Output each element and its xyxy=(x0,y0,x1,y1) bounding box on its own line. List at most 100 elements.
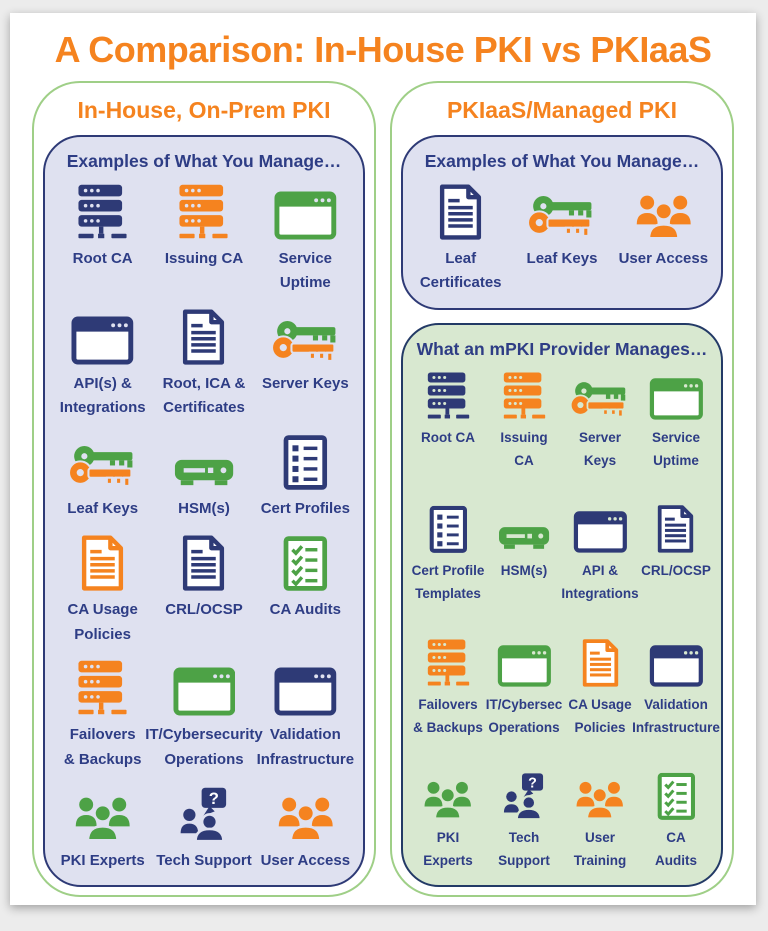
item-label: Issuing CA xyxy=(164,250,244,267)
item-label: Leaf Keys xyxy=(67,500,139,518)
item-label: Failovers & Backups xyxy=(63,726,142,768)
item-label: CA Audits xyxy=(655,830,697,869)
hsm-icon xyxy=(173,430,235,490)
manage-item: CRL/OCSP xyxy=(165,531,243,622)
checklist-icon xyxy=(283,531,328,592)
item-label: Server Keys xyxy=(578,429,622,468)
manage-item: Server Keys xyxy=(565,368,635,473)
manage-item: CA Usage Policies xyxy=(568,635,632,740)
item-label: Validation Infrastructure xyxy=(256,726,355,768)
manage-item: User Access xyxy=(619,180,708,271)
document-icon xyxy=(179,305,228,365)
item-label: PKI Experts xyxy=(60,851,145,869)
server-icon xyxy=(420,635,477,687)
manage-item: Validation Infrastructure xyxy=(632,635,720,740)
item-label: CRL/OCSP xyxy=(165,601,243,619)
pkiaas-header: PKIaaS/Managed PKI xyxy=(446,97,678,123)
server-icon xyxy=(420,368,477,420)
manage-item: ? Tech Support xyxy=(498,768,551,873)
manage-item: Root CA xyxy=(73,180,133,271)
item-label: CA Usage Policies xyxy=(67,601,138,643)
panel-heading: Examples of What You Manage… xyxy=(424,151,700,171)
document-icon xyxy=(651,501,700,553)
window-icon xyxy=(71,305,134,365)
item-label: Issuing CA xyxy=(500,429,548,468)
item-label: Tech Support xyxy=(498,830,550,869)
manage-item: PKI Experts xyxy=(419,768,476,873)
manage-item: Service Uptime xyxy=(645,368,708,473)
item-label: Validation Infrastructure xyxy=(632,696,720,735)
item-label: API(s) & Integrations xyxy=(59,375,146,417)
manage-item: HSM(s) xyxy=(493,501,555,583)
in-house-you-manage-panel: Examples of What You Manage… Root CA Iss… xyxy=(43,135,365,887)
manage-item: CRL/OCSP xyxy=(641,501,711,583)
panel-heading: What an mPKI Provider Manages… xyxy=(416,338,708,359)
hsm-icon xyxy=(493,501,555,553)
item-label: API & Integrations xyxy=(561,563,639,602)
manage-item: Leaf Keys xyxy=(526,180,598,271)
svg-text:?: ? xyxy=(528,775,537,791)
manage-item: Server Keys xyxy=(262,305,349,396)
manage-item: CA Audits xyxy=(270,531,341,622)
item-label: Leaf Keys xyxy=(526,250,598,267)
manage-item: IT/Cybersecurity Operations xyxy=(145,656,263,772)
item-label: Service Uptime xyxy=(278,250,333,292)
item-label: User Access xyxy=(260,851,351,869)
manage-item: CA Audits xyxy=(654,768,699,873)
item-label: Cert Profiles xyxy=(260,500,350,518)
document-icon xyxy=(436,180,485,240)
people-icon xyxy=(419,768,476,820)
window-icon xyxy=(274,180,337,240)
item-label: Service Uptime xyxy=(651,429,701,468)
support-icon: ? xyxy=(498,768,551,821)
pkiaas-provider-grid: Root CA Issuing CA Server Keys Service U… xyxy=(408,364,720,875)
keys-icon xyxy=(270,305,341,365)
item-label: Failovers & Backups xyxy=(413,696,483,735)
panel-heading: Examples of What You Manage… xyxy=(66,151,342,171)
in-house-column: In-House, On-Prem PKI Examples of What Y… xyxy=(32,81,376,897)
keys-icon xyxy=(527,180,597,240)
item-label: Leaf Certificates xyxy=(419,250,502,292)
manage-item: User Training xyxy=(571,768,628,873)
item-label: Server Keys xyxy=(261,375,349,393)
manage-item: API & Integrations xyxy=(561,501,639,606)
svg-text:?: ? xyxy=(209,789,219,808)
list-icon xyxy=(426,501,471,553)
server-icon xyxy=(74,656,131,716)
server-icon xyxy=(74,180,131,240)
window-icon xyxy=(645,368,708,420)
manage-item: Cert Profile Templates xyxy=(411,501,485,606)
window-icon xyxy=(173,656,236,716)
window-icon xyxy=(493,635,556,687)
people-icon xyxy=(277,782,334,842)
people-icon xyxy=(635,180,692,240)
comparison-columns: In-House, On-Prem PKI Examples of What Y… xyxy=(10,77,756,905)
item-label: Cert Profile Templates xyxy=(411,563,485,602)
page-title: A Comparison: In-House PKI vs PKIaaS xyxy=(54,29,712,70)
pkiaas-you-manage-grid: Leaf Certificates Leaf Keys User Access xyxy=(408,176,716,298)
item-label: CA Audits xyxy=(269,601,342,619)
manage-item: Cert Profiles xyxy=(261,430,350,521)
item-label: CA Usage Policies xyxy=(568,696,632,735)
manage-item: Leaf Certificates xyxy=(410,180,511,296)
item-label: HSM(s) xyxy=(500,563,548,579)
manage-item: Issuing CA xyxy=(165,180,243,271)
server-icon xyxy=(175,180,232,240)
manage-item: Failovers & Backups xyxy=(63,656,142,772)
item-label: HSM(s) xyxy=(178,500,230,518)
people-icon xyxy=(74,782,131,842)
manage-item: Validation Infrastructure xyxy=(256,656,355,772)
server-icon xyxy=(496,368,553,420)
manage-item: PKI Experts xyxy=(61,782,145,873)
pkiaas-column: PKIaaS/Managed PKI Examples of What You … xyxy=(390,81,734,897)
support-icon: ? xyxy=(178,782,231,842)
manage-item: IT/Cybersec Operations xyxy=(486,635,562,740)
infographic-card: A Comparison: In-House PKI vs PKIaaS In-… xyxy=(10,13,756,905)
manage-item: User Access xyxy=(260,782,351,873)
window-icon xyxy=(274,656,337,716)
manage-item: ? Tech Support xyxy=(156,782,252,873)
window-icon xyxy=(645,635,708,687)
list-icon xyxy=(283,430,328,491)
manage-item: Root CA xyxy=(420,368,477,450)
item-label: Root CA xyxy=(421,429,475,445)
